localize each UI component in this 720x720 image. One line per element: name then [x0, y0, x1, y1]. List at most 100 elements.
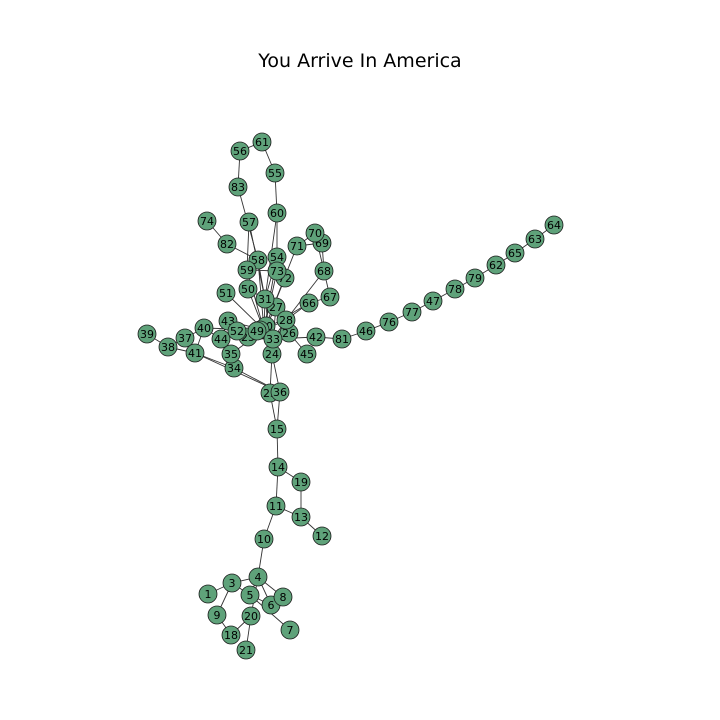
- node-circle: [240, 585, 260, 605]
- node-60: 60: [267, 203, 287, 223]
- node-label: 10: [257, 533, 271, 546]
- node-circle: [267, 419, 287, 439]
- node-circle: [267, 261, 287, 281]
- node-label: 6: [268, 599, 275, 612]
- node-11: 11: [266, 496, 286, 516]
- node-3: 3: [222, 573, 242, 593]
- node-33: 33: [263, 329, 283, 349]
- node-circle: [137, 324, 157, 344]
- node-44: 44: [211, 329, 231, 349]
- node-circle: [280, 620, 300, 640]
- node-21: 21: [236, 640, 256, 660]
- node-label: 12: [315, 530, 329, 543]
- node-14: 14: [268, 457, 288, 477]
- node-9: 9: [207, 605, 227, 625]
- node-circle: [332, 329, 352, 349]
- node-82: 82: [217, 234, 237, 254]
- edge-29-71: [263, 245, 298, 331]
- node-circle: [263, 329, 283, 349]
- node-13: 13: [291, 507, 311, 527]
- node-label: 33: [266, 333, 280, 346]
- node-circle: [356, 321, 376, 341]
- node-31: 31: [255, 289, 275, 309]
- node-label: 20: [244, 610, 258, 623]
- node-label: 79: [468, 272, 482, 285]
- node-circle: [241, 606, 261, 626]
- node-label: 61: [255, 136, 269, 149]
- node-circle: [505, 243, 525, 263]
- node-54: 54: [267, 247, 287, 267]
- node-label: 57: [242, 216, 256, 229]
- node-28: 28: [276, 310, 296, 330]
- node-38: 38: [158, 337, 178, 357]
- node-label: 21: [239, 644, 253, 657]
- node-circle: [221, 344, 241, 364]
- node-label: 81: [335, 333, 349, 346]
- node-label: 50: [241, 283, 255, 296]
- node-74: 74: [197, 211, 217, 231]
- node-4: 4: [248, 567, 268, 587]
- node-59: 59: [237, 260, 257, 280]
- node-circle: [217, 234, 237, 254]
- node-81: 81: [332, 329, 352, 349]
- node-52: 52: [227, 321, 247, 341]
- node-circle: [222, 573, 242, 593]
- node-label: 8: [280, 591, 287, 604]
- node-label: 19: [294, 476, 308, 489]
- node-10: 10: [254, 529, 274, 549]
- node-label: 34: [227, 362, 241, 375]
- node-62: 62: [486, 255, 506, 275]
- node-label: 3: [229, 577, 236, 590]
- node-5: 5: [240, 585, 260, 605]
- node-56: 56: [230, 141, 250, 161]
- node-label: 44: [214, 333, 228, 346]
- node-circle: [379, 312, 399, 332]
- node-circle: [320, 287, 340, 307]
- node-7: 7: [280, 620, 300, 640]
- node-label: 15: [270, 423, 284, 436]
- node-label: 77: [405, 306, 419, 319]
- node-label: 26: [282, 327, 296, 340]
- node-label: 62: [489, 259, 503, 272]
- node-circle: [237, 260, 257, 280]
- node-24: 24: [262, 344, 282, 364]
- node-circle: [525, 229, 545, 249]
- node-circle: [247, 321, 267, 341]
- node-circle: [267, 203, 287, 223]
- node-46: 46: [356, 321, 376, 341]
- node-circle: [445, 279, 465, 299]
- node-label: 4: [255, 571, 262, 584]
- node-circle: [197, 211, 217, 231]
- node-label: 78: [448, 283, 462, 296]
- node-12: 12: [312, 526, 332, 546]
- node-77: 77: [402, 302, 422, 322]
- node-circle: [252, 132, 272, 152]
- node-66: 66: [299, 293, 319, 313]
- node-circle: [423, 291, 443, 311]
- node-circle: [291, 507, 311, 527]
- node-label: 36: [273, 386, 287, 399]
- node-label: 49: [250, 325, 264, 338]
- node-label: 38: [161, 341, 175, 354]
- node-label: 1: [205, 588, 212, 601]
- node-circle: [306, 327, 326, 347]
- node-circle: [198, 584, 218, 604]
- node-label: 13: [294, 511, 308, 524]
- node-circle: [255, 289, 275, 309]
- node-70: 70: [305, 223, 325, 243]
- node-circle: [221, 625, 241, 645]
- node-label: 42: [309, 331, 323, 344]
- node-circle: [299, 293, 319, 313]
- node-label: 54: [270, 251, 284, 264]
- node-label: 65: [508, 247, 522, 260]
- node-circle: [207, 605, 227, 625]
- node-circle: [239, 212, 259, 232]
- node-label: 24: [265, 348, 279, 361]
- node-circle: [175, 328, 195, 348]
- node-circle: [194, 318, 214, 338]
- node-circle: [287, 236, 307, 256]
- node-label: 52: [230, 325, 244, 338]
- node-71: 71: [287, 236, 307, 256]
